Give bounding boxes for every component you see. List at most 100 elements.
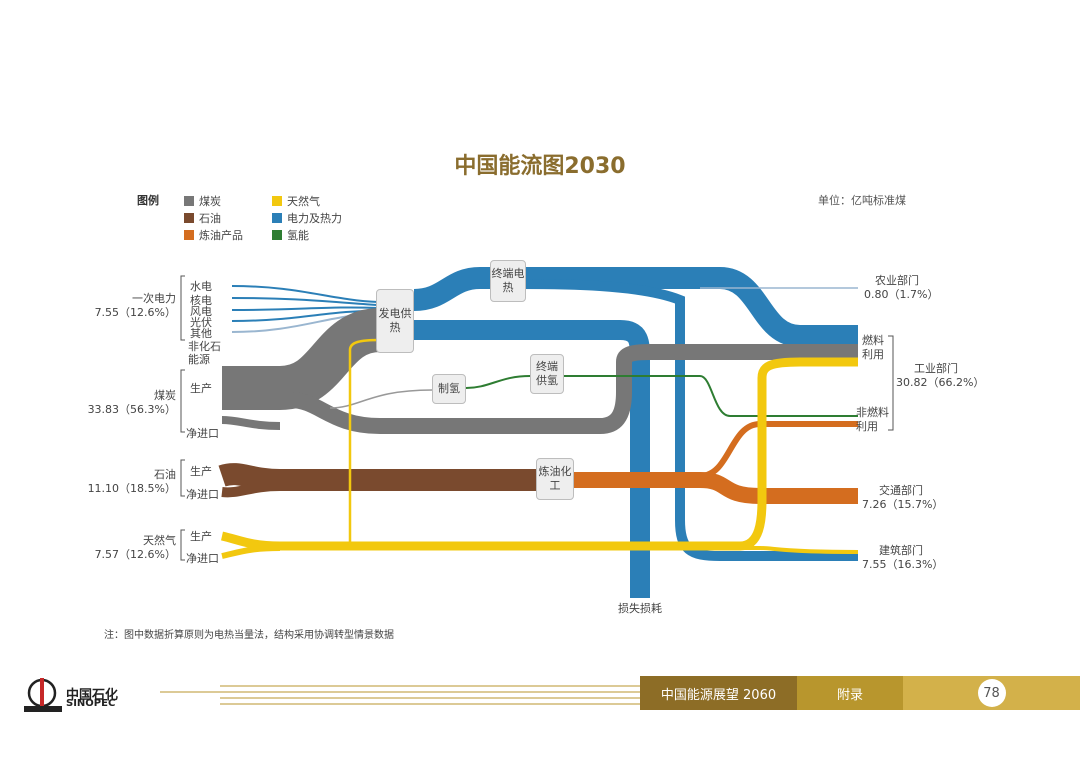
legend-swatch (184, 230, 194, 240)
source-value: 7.57（12.6%） (94, 548, 176, 561)
flow-coal-import (221, 416, 281, 430)
flow-refined-industry (699, 421, 858, 479)
sink-agriculture: 农业部门 0.80（1.7%） (864, 274, 939, 302)
flow-h2-industry (564, 375, 858, 417)
source-name: 石油 (154, 468, 176, 481)
unit-label: 单位：亿吨标准煤 (818, 194, 906, 207)
flow-coal-power (222, 308, 382, 410)
bracket-primary-power (180, 275, 185, 341)
sub-coal-import: 净进口 (186, 427, 219, 440)
flow-oil-production (218, 463, 536, 491)
page-number: 78 (977, 679, 1006, 707)
legend-swatch (272, 196, 282, 206)
legend-swatch (272, 230, 282, 240)
source-value: 11.10（18.5%） (87, 482, 176, 495)
legend-item-h2: 氢能 (272, 227, 309, 243)
flow-refined-transport (574, 472, 858, 504)
legend-item-coal: 煤炭 (184, 193, 221, 209)
footer-page-area: 78 (903, 676, 1080, 710)
legend-title: 图例 (137, 194, 159, 207)
brand-en: SINOPEC (66, 698, 116, 709)
sink-name: 交通部门 (879, 484, 923, 497)
sub-coal-production: 生产 (190, 382, 212, 395)
node-power-heat: 发电供热 (376, 289, 414, 353)
source-primary-power: 一次电力 7.55（12.6%） (80, 292, 176, 320)
legend-label: 电力及热力 (287, 212, 342, 225)
legend-label: 氢能 (287, 229, 309, 242)
flow-gas-power (348, 338, 381, 546)
bracket-coal (180, 369, 185, 433)
legend-label: 炼油产品 (199, 229, 243, 242)
sub-solar: 光伏 (190, 316, 212, 329)
source-name: 一次电力 (132, 292, 176, 305)
brand-cn: 中国石化 (66, 688, 119, 703)
source-value: 33.83（56.3%） (87, 403, 176, 416)
sink-value: 7.26（15.7%） (862, 498, 944, 511)
legend-item-gas: 天然气 (272, 193, 320, 209)
node-refining: 炼油化工 (536, 458, 574, 500)
sub-hydro: 水电 (190, 280, 212, 293)
bracket-gas (180, 529, 185, 561)
sink-value: 7.55（16.3%） (862, 558, 944, 571)
legend-item-power: 电力及热力 (272, 210, 342, 226)
legend-item-oil: 石油 (184, 210, 221, 226)
node-loss: 损失损耗 (618, 602, 662, 615)
flow-oil-import (221, 481, 281, 498)
flow-coal-industry (222, 344, 858, 434)
bracket-industry (888, 335, 894, 431)
sink-fuel-use: 燃料利用 (862, 334, 884, 361)
footer-bar: 中国能源展望 2060 附录 78 (640, 676, 1080, 710)
sub-oil-import: 净进口 (186, 488, 219, 501)
sink-name: 建筑部门 (879, 544, 923, 557)
source-oil: 石油 11.10（18.5%） (80, 468, 176, 496)
sub-non-fossil: 非化石能源 (188, 340, 221, 366)
legend-swatch (184, 213, 194, 223)
sub-gas-import: 净进口 (186, 552, 219, 565)
footnote: 注：图中数据折算原则为电热当量法，结构采用协调转型情景数据 (104, 630, 394, 641)
legend-item-refined: 炼油产品 (184, 227, 243, 243)
sink-value: 0.80（1.7%） (864, 288, 939, 301)
flow-wind (231, 306, 379, 311)
sink-name: 工业部门 (914, 362, 958, 375)
sink-building: 建筑部门 7.55（16.3%） (862, 544, 944, 572)
flow-gas-industry (220, 357, 858, 551)
sub-other: 其他 (190, 327, 212, 340)
source-name: 煤炭 (154, 389, 176, 402)
flow-h2-terminal (465, 375, 531, 389)
sink-name: 农业部门 (875, 274, 919, 287)
flow-power-loss (414, 320, 650, 598)
sub-oil-production: 生产 (190, 465, 212, 478)
sink-transport: 交通部门 7.26（15.7%） (862, 484, 944, 512)
sink-nonfuel-use: 非燃料利用 (856, 406, 889, 433)
source-gas: 天然气 7.57（12.6%） (80, 534, 176, 562)
footer-section: 附录 (797, 676, 903, 710)
flow-nuclear (231, 297, 379, 306)
legend-swatch (272, 213, 282, 223)
flow-coal-h2 (329, 389, 433, 409)
legend-label: 石油 (199, 212, 221, 225)
source-coal: 煤炭 33.83（56.3%） (80, 389, 176, 417)
legend-swatch (184, 196, 194, 206)
sub-nuclear: 核电 (190, 294, 212, 307)
footer-rule-lines (160, 685, 642, 705)
chart-title: 中国能流图2030 (454, 154, 626, 179)
footer-report-title: 中国能源展望 2060 (640, 676, 797, 710)
sub-wind: 风电 (190, 305, 212, 318)
flow-gas-building (280, 546, 859, 554)
flow-power-building (519, 279, 858, 561)
node-h2-production: 制氢 (432, 374, 466, 404)
flow-power-industry (413, 267, 858, 347)
legend-label: 天然气 (287, 195, 320, 208)
sink-industry: 工业部门 30.82（66.2%） (896, 362, 985, 390)
source-value: 7.55（12.6%） (94, 306, 176, 319)
node-terminal-power: 终端电热 (490, 260, 526, 302)
sink-value: 30.82（66.2%） (896, 376, 985, 389)
bracket-oil (180, 459, 185, 497)
sinopec-logo-icon (24, 678, 62, 712)
flow-gas-import (221, 545, 281, 559)
source-name: 天然气 (143, 534, 176, 547)
legend-label: 煤炭 (199, 195, 221, 208)
sub-gas-production: 生产 (190, 530, 212, 543)
flow-hydro (231, 285, 379, 303)
